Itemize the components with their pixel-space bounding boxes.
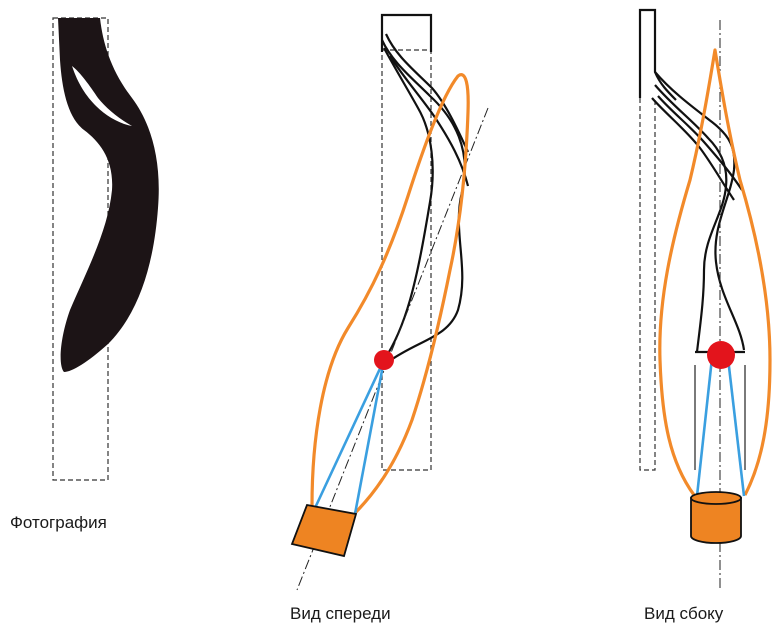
side-top-box	[640, 10, 676, 100]
front-outline-curves	[382, 34, 468, 362]
side-outline-curves	[652, 72, 744, 352]
side-cup	[691, 492, 741, 543]
side-envelope	[660, 50, 770, 495]
side-view-panel	[640, 10, 770, 590]
front-pivot-point	[374, 350, 394, 370]
front-cup	[292, 505, 356, 556]
side-dashed-column	[640, 98, 655, 470]
front-view-panel	[292, 15, 488, 590]
front-envelope	[312, 75, 468, 513]
front-top-box	[382, 15, 431, 52]
caption-photo: Фотография	[10, 514, 107, 531]
front-dashed-frame	[382, 50, 431, 470]
caption-side-view: Вид сбоку	[644, 605, 723, 622]
caption-front-view: Вид спереди	[290, 605, 391, 622]
photo-panel	[53, 18, 159, 480]
side-pivot-point	[707, 341, 735, 369]
